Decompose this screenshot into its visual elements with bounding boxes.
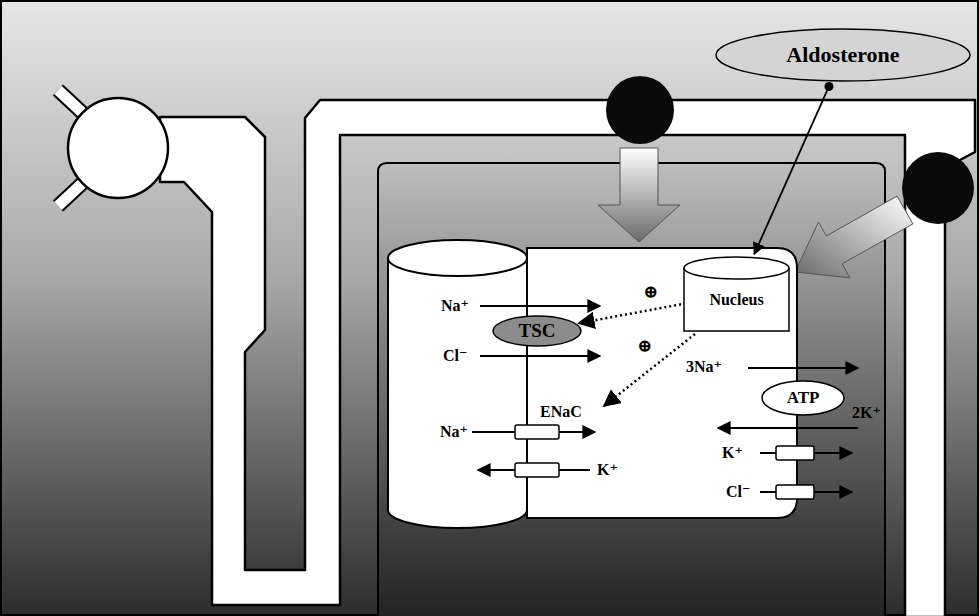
channel — [776, 446, 814, 460]
ion-label: Na⁺ — [440, 423, 468, 441]
ion-label: 3Na⁺ — [686, 358, 722, 376]
nucleus-cylinder: Nucleus — [683, 256, 790, 332]
ion-arrow — [718, 427, 858, 429]
ion-label: 2K⁺ — [852, 404, 881, 422]
lumen-cylinder — [388, 258, 527, 528]
epithelial-cell — [527, 248, 797, 518]
pump-ellipse-shape — [762, 381, 844, 415]
block-arrow — [598, 148, 680, 242]
hormone-ellipse-shape — [716, 29, 970, 81]
nucleus-cylinder-top — [684, 257, 789, 279]
node-text: ATP — [787, 389, 820, 408]
channel — [776, 485, 814, 499]
dotted-arrow — [604, 334, 695, 406]
channel — [515, 425, 559, 439]
ion-arrow — [480, 355, 600, 357]
ion-label: Na⁺ — [441, 297, 469, 315]
ion-arrow — [748, 367, 858, 369]
node-text: Aldosterone — [786, 43, 899, 67]
signal-dot — [902, 152, 974, 224]
transporter-ellipse: TSC — [492, 315, 582, 347]
node-text: TSC — [519, 321, 556, 342]
channel-label: ENaC — [540, 403, 582, 421]
dotted-connector — [579, 304, 681, 323]
plus-sign: ⊕ — [643, 283, 658, 303]
node-text: Nucleus — [709, 291, 763, 309]
ion-label: Cl⁻ — [726, 483, 750, 501]
ion-arrow — [480, 305, 600, 307]
block-arrow — [795, 196, 913, 278]
ion-label: Cl⁻ — [443, 347, 467, 365]
plus-sign: ⊕ — [637, 337, 652, 357]
ion-label: K⁺ — [597, 461, 618, 479]
glomerulus — [68, 98, 168, 198]
transporter-ellipse-shape — [493, 316, 581, 346]
connector — [754, 84, 830, 254]
signal-dot — [606, 76, 674, 144]
hormone-ellipse: Aldosterone — [715, 28, 971, 82]
tubule — [160, 100, 975, 616]
lumen-top — [388, 240, 527, 276]
channel — [515, 463, 559, 477]
connector-dot — [824, 82, 833, 91]
ion-label: K⁺ — [722, 444, 743, 462]
pump-ellipse: ATP — [761, 380, 845, 416]
